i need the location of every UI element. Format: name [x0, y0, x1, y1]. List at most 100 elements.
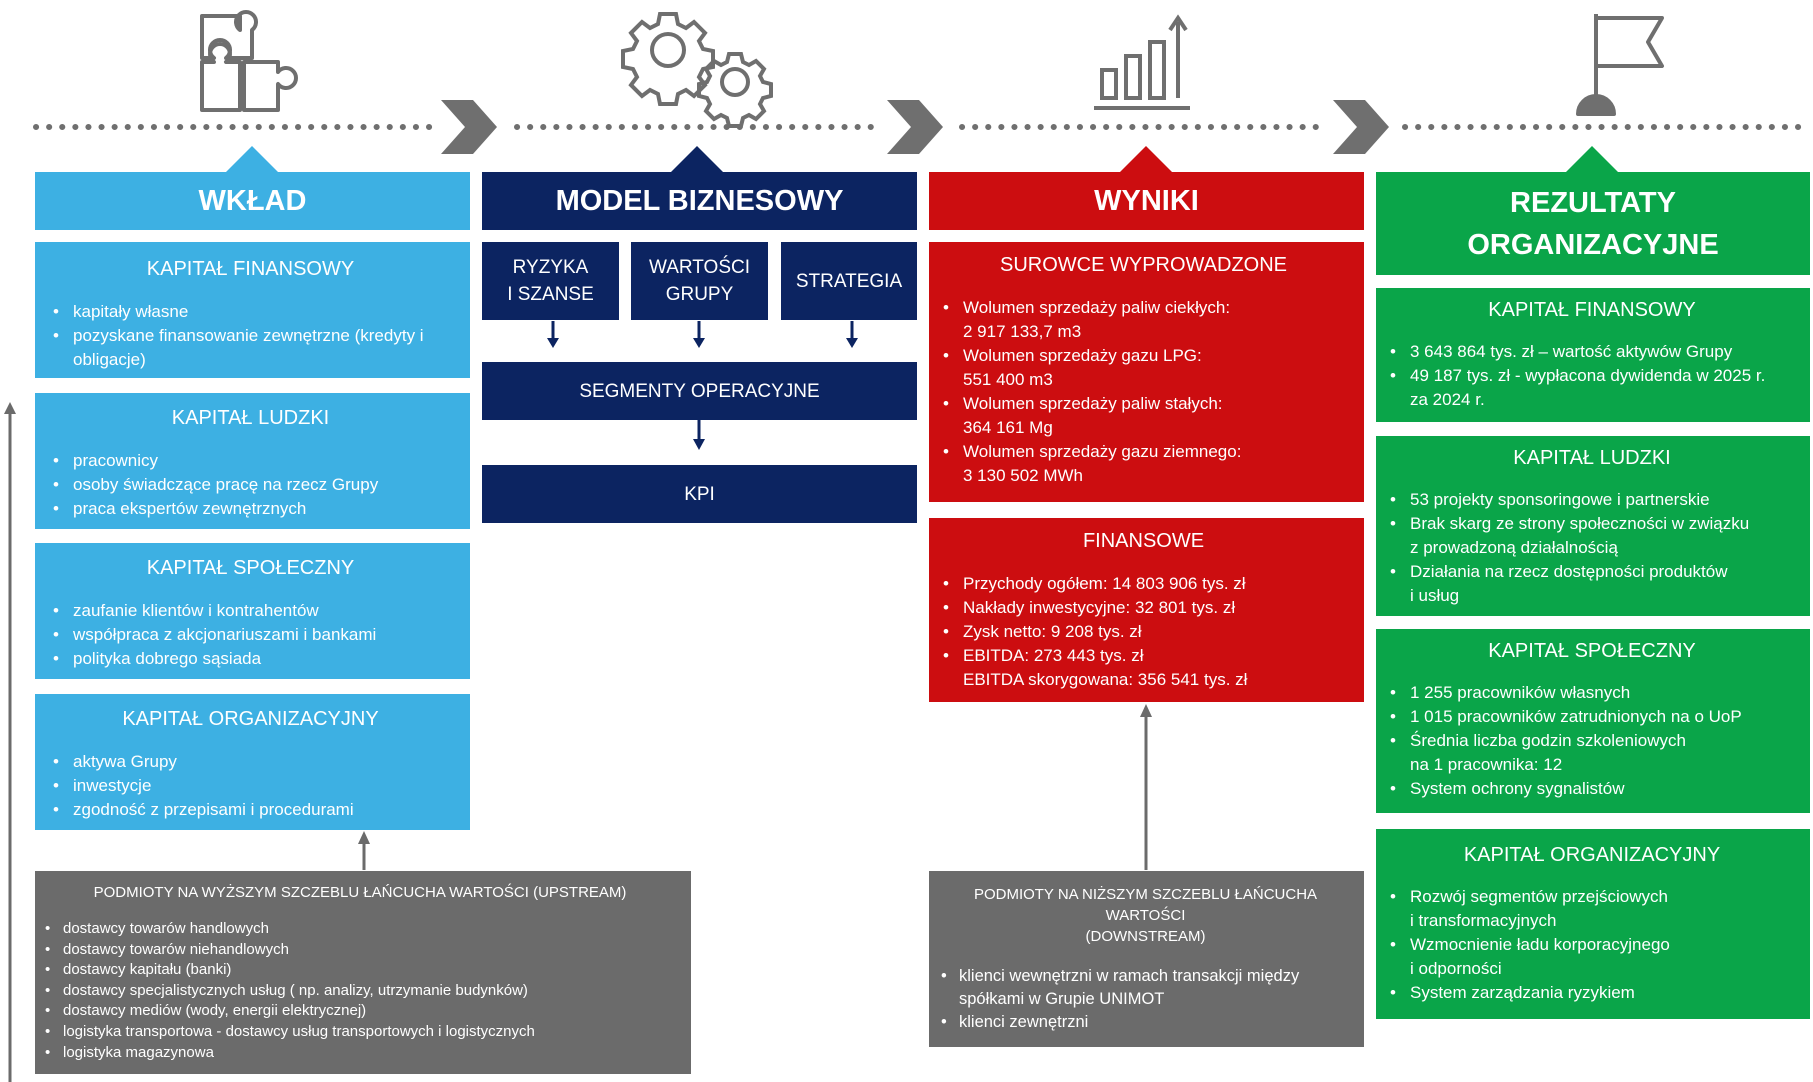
item-value: 551 400 m3 [963, 370, 1053, 389]
rezultaty-header-line-2: ORGANIZACYJNE [1467, 228, 1719, 261]
wyniki-header-title: WYNIKI [1094, 184, 1199, 217]
list-item: dostawcy towarów handlowych [45, 919, 675, 940]
card-title: KAPITAŁ FINANSOWY [1488, 299, 1696, 321]
item-line: i transformacyjnych [1410, 911, 1557, 930]
wyniki-surowce: SUROWCE WYPROWADZONE Wolumen sprzedaży p… [929, 242, 1364, 502]
list-item: klienci zewnętrzni [941, 1011, 1350, 1034]
item-line: i odporności [1410, 959, 1502, 978]
item-line: Wolumen sprzedaży paliw stałych: [963, 394, 1223, 413]
wklad-header-title: WKŁAD [198, 184, 307, 217]
rezultaty-header: REZULTATY ORGANIZACYJNE [1376, 172, 1810, 275]
list-item: Wzmocnienie ładu korporacyjnego i odporno… [1390, 933, 1794, 981]
gears-icon [621, 12, 773, 128]
list-item: zgodność z przepisami i procedurami [53, 798, 448, 822]
list-item: zaufanie klientów i kontrahentów [53, 599, 448, 623]
strategia-label: STRATEGIA [795, 270, 903, 292]
item-line: Działania na rzecz dostępności produktów [1410, 562, 1728, 581]
chevron-right-icon [441, 100, 497, 154]
downstream-title-line-2: (DOWNSTREAM) [1085, 928, 1206, 945]
downstream-title-line-1: PODMIOTY NA NIŻSZYM SZCZEBLU ŁAŃCUCHA WA… [973, 886, 1318, 924]
list-item: dostawcy towarów niehandlowych [45, 940, 675, 961]
item-line: Rozwój segmentów przejściowych [1410, 887, 1668, 906]
list-item: Wolumen sprzedaży gazu LPG: 551 400 m3 [943, 344, 1344, 392]
wklad-kapital-ludzki: KAPITAŁ LUDZKI pracownicy osoby świadczą… [35, 393, 470, 529]
upstream-box: PODMIOTY NA WYŻSZYM SZCZEBLU ŁAŃCUCHA WA… [35, 871, 691, 1074]
item-value: 3 130 502 MWh [963, 466, 1084, 485]
downstream-title: PODMIOTY NA NIŻSZYM SZCZEBLU ŁAŃCUCHA WA… [941, 884, 1350, 947]
list-item: współpraca z akcjonariuszami i bankami [53, 623, 448, 647]
list-item: Nakłady inwestycyjne: 32 801 tys. zł [943, 596, 1344, 620]
card-title: KAPITAŁ ORGANIZACYJNY [122, 708, 379, 730]
upstream-title: PODMIOTY NA WYŻSZYM SZCZEBLU ŁAŃCUCHA WA… [93, 884, 627, 901]
item-line: EBITDA: 273 443 tys. zł [963, 646, 1144, 665]
list-item: kapitały własne [53, 300, 448, 324]
item-value: 364 161 Mg [963, 418, 1053, 437]
list-item: klienci wewnętrzni w ramach transakcji m… [941, 965, 1350, 1011]
item-line: Brak skarg ze strony społeczności w zwią… [1410, 514, 1750, 533]
list-item: Wolumen sprzedaży paliw stałych: 364 161 … [943, 392, 1344, 440]
list-item: System zarządzania ryzykiem [1390, 981, 1794, 1005]
item-line: klienci wewnętrzni w ramach transakcji m… [959, 967, 1300, 985]
item-line: i usług [1410, 586, 1460, 605]
list-item: Wolumen sprzedaży gazu ziemnego: 3 130 50… [943, 440, 1344, 488]
model-arrows [547, 321, 858, 450]
list-item: 3 643 864 tys. zł – wartość aktywów Grup… [1390, 340, 1794, 364]
wartosci-line-2: GRUPY [665, 284, 734, 305]
list-item: Zysk netto: 9 208 tys. zł [943, 620, 1344, 644]
ryzyka-line-2: I SZANSE [507, 284, 594, 305]
list-item: logistyka magazynowa [45, 1043, 675, 1064]
item-line: za 2024 r. [1410, 390, 1485, 409]
bar-chart-icon [1094, 14, 1190, 110]
wklad-kapital-spoleczny: KAPITAŁ SPOŁECZNY zaufanie klientów i ko… [35, 543, 470, 679]
list-item: dostawcy mediów (wody, energii elektrycz… [45, 1001, 675, 1022]
strategia-box: STRATEGIA [781, 242, 917, 320]
list-item: aktywa Grupy [53, 750, 448, 774]
wklad-header: WKŁAD [35, 172, 470, 230]
list-item: osoby świadczące pracę na rzecz Grupy [53, 473, 448, 497]
wartosci-line-1: WARTOŚCI [649, 257, 750, 278]
item-line: Średnia liczba godzin szkoleniowych [1410, 731, 1686, 750]
card-title: KAPITAŁ LUDZKI [1513, 447, 1671, 469]
list-item: polityka dobrego sąsiada [53, 647, 448, 671]
chevron-right-icon [1333, 100, 1389, 154]
list-item: logistyka transportowa - dostawcy usług … [45, 1022, 675, 1043]
item-line: Wolumen sprzedaży gazu ziemnego: [963, 442, 1242, 461]
card-title: KAPITAŁ LUDZKI [171, 407, 330, 429]
rezultaty-kapital-spoleczny: KAPITAŁ SPOŁECZNY 1 255 pracowników włas… [1376, 629, 1810, 813]
list-item: inwestycje [53, 774, 448, 798]
rezultaty-kapital-organizacyjny: KAPITAŁ ORGANIZACYJNY Rozwój segmentów p… [1376, 829, 1810, 1019]
item-line: Wolumen sprzedaży paliw ciekłych: [963, 298, 1231, 317]
model-header-title: MODEL BIZNESOWY [555, 184, 844, 217]
wartosci-grupy-box: WARTOŚCI GRUPY [631, 242, 768, 320]
list-item: Brak skarg ze strony społeczności w zwią… [1390, 512, 1794, 560]
item-line: spółkami w Grupie UNIMOT [959, 990, 1165, 1008]
item-line: EBITDA skorygowana: 356 541 tys. zł [963, 670, 1248, 689]
item-line: 49 187 tys. zł - wypłacona dywidenda w 2… [1410, 366, 1766, 385]
wklad-kapital-organizacyjny: KAPITAŁ ORGANIZACYJNY aktywa Grupy inwes… [35, 694, 470, 830]
wyniki-finansowe: FINANSOWE Przychody ogółem: 14 803 906 t… [929, 518, 1364, 702]
kpi-box: KPI [482, 465, 917, 523]
list-item: Rozwój segmentów przejściowych i transfor… [1390, 885, 1794, 933]
wyniki-header: WYNIKI [929, 172, 1364, 230]
ryzyka-i-szanse-box: RYZYKA I SZANSE [482, 242, 619, 320]
value-chain-arrows [4, 402, 1152, 1082]
rezultaty-kapital-finansowy: KAPITAŁ FINANSOWY 3 643 864 tys. zł – wa… [1376, 288, 1810, 422]
item-value: 2 917 133,7 m3 [963, 322, 1082, 341]
downstream-box: PODMIOTY NA NIŻSZYM SZCZEBLU ŁAŃCUCHA WA… [929, 871, 1364, 1047]
card-title: KAPITAŁ ORGANIZACYJNY [1463, 844, 1721, 866]
list-item: pracownicy [53, 449, 448, 473]
wklad-pointer [226, 146, 278, 172]
chevron-right-icon [887, 100, 943, 154]
list-item: 49 187 tys. zł - wypłacona dywidenda w 2… [1390, 364, 1794, 412]
wklad-kapital-finansowy: KAPITAŁ FINANSOWY kapitały własne pozysk… [35, 242, 470, 378]
card-title: KAPITAŁ SPOŁECZNY [1488, 640, 1696, 662]
item-line: Wolumen sprzedaży gazu LPG: [963, 346, 1202, 365]
card-title: FINANSOWE [1082, 530, 1205, 552]
item-line: Wzmocnienie ładu korporacyjnego [1410, 935, 1670, 954]
list-item: Działania na rzecz dostępności produktów… [1390, 560, 1794, 608]
list-item: praca ekspertów zewnętrznych [53, 497, 448, 521]
list-item: dostawcy specjalistycznych usług ( np. a… [45, 981, 675, 1002]
item-line: na 1 pracownika: 12 [1410, 755, 1563, 774]
item-line: z prowadzoną działalnością [1410, 538, 1618, 557]
